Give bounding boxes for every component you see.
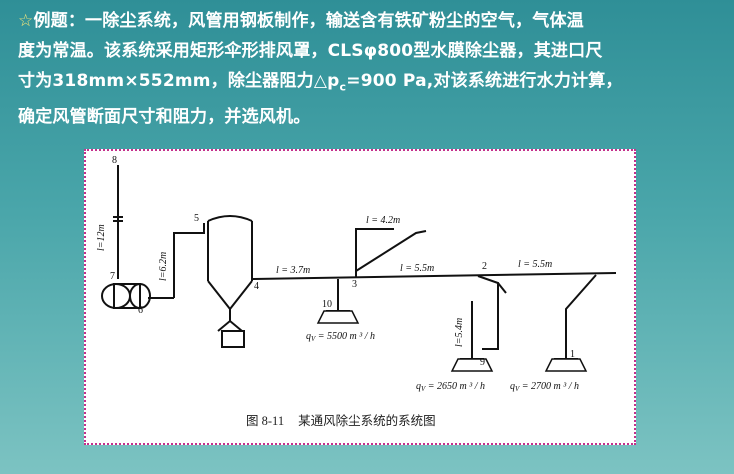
branch-2-a	[477, 275, 499, 350]
duct-5	[173, 223, 205, 298]
svg-text:qV = 5500 m ³ / h: qV = 5500 m ³ / h	[306, 331, 375, 343]
node-5: 5	[194, 213, 199, 224]
node-6: 6	[138, 305, 143, 316]
node-7: 7	[110, 271, 115, 282]
problem-line-3-text: 寸为318mm×552mm，除尘器阻力△p	[18, 71, 340, 91]
hood-9	[450, 358, 494, 372]
length-5-5m-b: l = 5.5m	[518, 259, 552, 270]
collector-hopper	[207, 280, 253, 311]
problem-line-2: 度为常温。该系统采用矩形伞形排风罩，CLSφ800型水膜除尘器，其进口尺	[18, 41, 603, 61]
length-6-2m: l=6.2m	[158, 252, 169, 281]
node-10: 10	[322, 299, 332, 310]
figure-frame: 8 7 6 5 4 3 2 1 9 10 l=12m l=6.2m l = 3.…	[84, 149, 636, 445]
star-icon: ☆	[18, 11, 34, 31]
length-5-4m: l=5.4m	[454, 318, 465, 347]
fan-housing	[101, 283, 131, 309]
dust-box	[221, 330, 245, 348]
length-12m: l=12m	[96, 224, 107, 251]
fan-outlet	[129, 283, 151, 309]
node-1: 1	[570, 349, 575, 360]
node-8: 8	[112, 155, 117, 166]
problem-line-1-text: 例题：一除尘系统，风管用钢板制作，输送含有铁矿粉尘的空气，气体温	[33, 11, 584, 31]
problem-line-4: 确定风管断面尺寸和阻力，并选风机。	[18, 107, 311, 128]
node-2: 2	[482, 261, 487, 272]
branch-2-b	[497, 282, 507, 294]
fan-body	[113, 283, 141, 309]
duct-system-diagram: 8 7 6 5 4 3 2 1 9 10 l=12m l=6.2m l = 3.…	[96, 155, 617, 428]
svg-text:qV = 2650 m ³ / h: qV = 2650 m ³ / h	[416, 381, 485, 393]
length-3-7m: l = 3.7m	[276, 265, 310, 276]
length-4-2m: l = 4.2m	[366, 215, 400, 226]
branch-3-diag	[355, 230, 427, 272]
length-5-5m-a: l = 5.5m	[400, 263, 434, 274]
branch-1	[565, 274, 597, 359]
node-3: 3	[352, 279, 357, 290]
problem-line-1: ☆例题：一除尘系统，风管用钢板制作，输送含有铁矿粉尘的空气，气体温	[18, 6, 718, 36]
hood-10	[316, 310, 360, 324]
collector-cone	[217, 319, 243, 332]
svg-text:qV = 2700 m ³ / h: qV = 2700 m ³ / h	[510, 381, 579, 393]
pressure-subscript: c	[339, 80, 347, 94]
node-4: 4	[254, 281, 259, 292]
collector-top	[207, 215, 253, 222]
flow-9: qV = 2650 m ³ / h	[416, 381, 485, 393]
problem-line-3: 寸为318mm×552mm，除尘器阻力△pc=900 Pa,对该系统进行水力计算…	[18, 66, 718, 102]
branch-3-left	[355, 228, 394, 278]
node-9: 9	[480, 357, 485, 368]
problem-text: ☆例题：一除尘系统，风管用钢板制作，输送含有铁矿粉尘的空气，气体温 度为常温。该…	[18, 6, 718, 132]
problem-line-3-tail: =900 Pa,对该系统进行水力计算，	[346, 71, 623, 91]
flow-10: qV = 5500 m ³ / h	[306, 331, 375, 343]
flow-1: qV = 2700 m ³ / h	[510, 381, 579, 393]
hood-1	[544, 358, 588, 372]
main-duct	[251, 272, 617, 280]
